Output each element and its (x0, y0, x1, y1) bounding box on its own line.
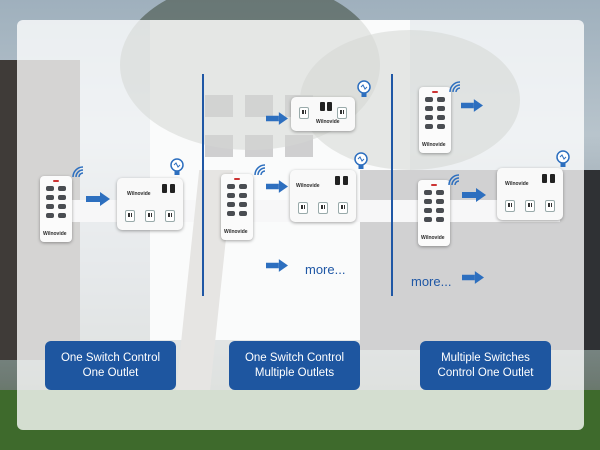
outlet-device-icon: Wilnovide (291, 97, 355, 131)
pairing-bulb-icon (357, 80, 371, 97)
more-text: more... (305, 262, 346, 277)
remote-control-icon: Wilnovide (221, 174, 253, 240)
pairing-bulb-icon (556, 150, 570, 167)
outlet-brand: Wilnovide (505, 181, 529, 187)
arrow-right-icon (266, 180, 288, 193)
outlet-brand: Wilnovide (127, 191, 151, 197)
outlet-device-icon: Wilnovide (497, 168, 563, 220)
outlet-device-icon: Wilnovide (117, 178, 183, 230)
wireless-signal-icon (449, 81, 461, 93)
label-line: One Switch Control (244, 351, 345, 364)
label-line: Control One Outlet (437, 366, 534, 379)
outlet-device-icon: Wilnovide (290, 170, 356, 222)
more-text: more... (411, 274, 452, 289)
pairing-bulb-icon (170, 158, 184, 175)
label-line: One Outlet (82, 366, 139, 379)
remote-brand: Wilnovide (421, 235, 445, 241)
label-line: Multiple Switches (441, 351, 530, 364)
arrow-right-icon (86, 192, 110, 206)
wireless-signal-icon (72, 166, 84, 178)
remote-control-icon: Wilnovide (418, 180, 450, 246)
label-line: One Switch Control (60, 351, 161, 364)
arrow-right-icon (266, 112, 288, 125)
remote-brand: Wilnovide (422, 142, 446, 148)
remote-brand: Wilnovide (43, 231, 67, 237)
wireless-signal-icon (448, 174, 460, 186)
outlet-brand: Wilnovide (296, 183, 320, 189)
arrow-right-icon (461, 99, 483, 112)
remote-control-icon: Wilnovide (40, 176, 72, 242)
arrow-right-icon (462, 271, 484, 284)
remote-control-icon: Wilnovide (419, 87, 451, 153)
wireless-signal-icon (254, 164, 266, 176)
pairing-bulb-icon (354, 152, 368, 169)
arrow-right-icon (462, 188, 486, 202)
arrow-right-icon (266, 259, 288, 272)
outlet-brand: Wilnovide (316, 119, 340, 125)
label-line: Multiple Outlets (254, 366, 335, 379)
remote-brand: Wilnovide (224, 229, 248, 235)
section-divider (391, 74, 393, 296)
section-divider (202, 74, 204, 296)
